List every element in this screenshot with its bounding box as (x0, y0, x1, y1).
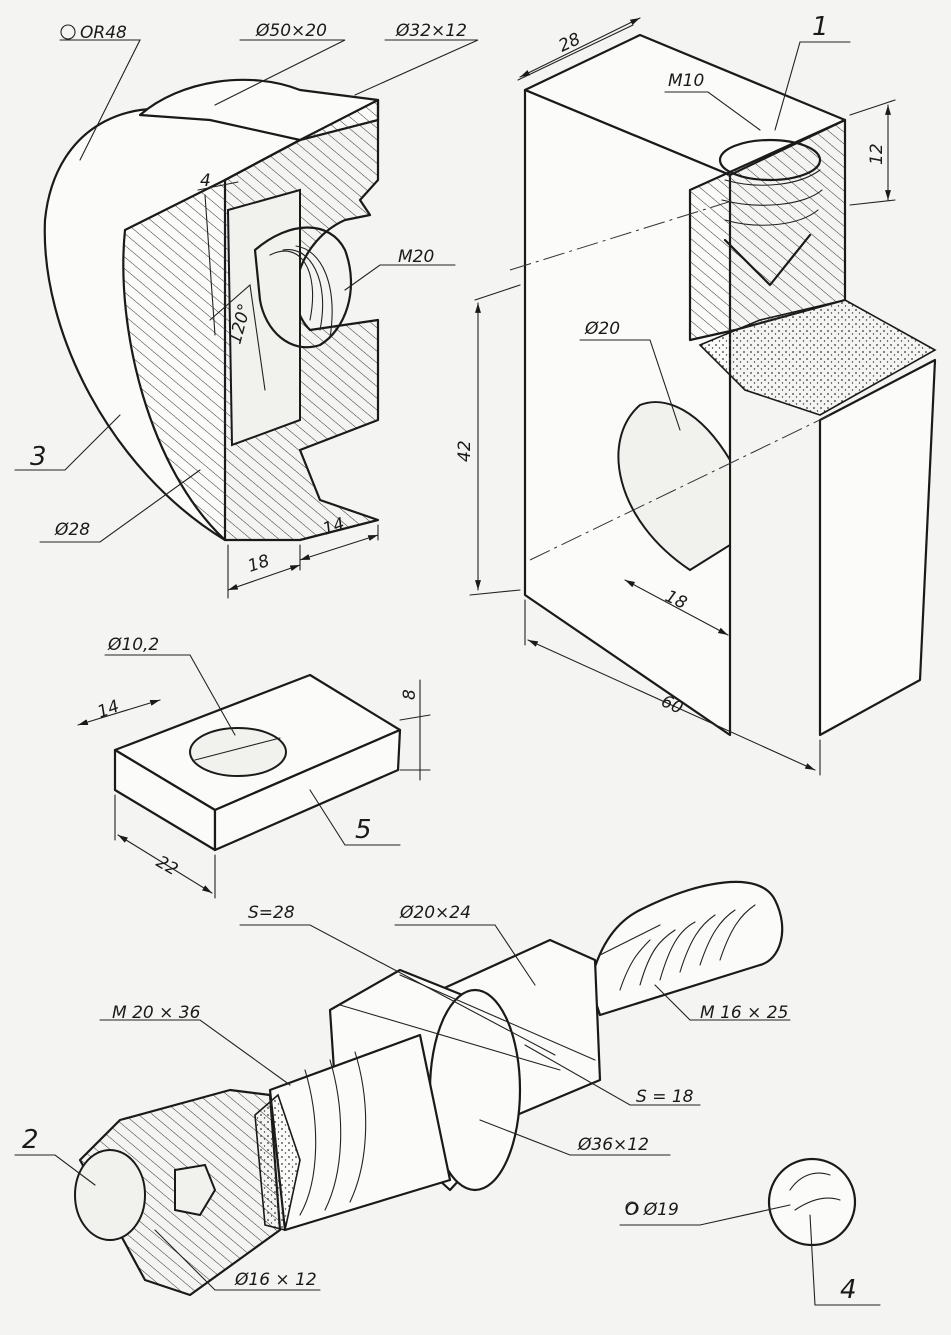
part1-hole-label: Ø20 (584, 319, 620, 339)
part4-number: 4 (840, 1275, 857, 1305)
part1-number: 1 (812, 12, 829, 42)
part-5-plate-drawing: Ø10,2 14 8 5 22 (77, 635, 431, 899)
part-2-bolt-drawing: S=28 Ø20×24 M 20 × 36 M 16 × 25 S = 18 Ø… (14, 880, 881, 1306)
part1-height-label: 12 (867, 143, 887, 165)
part-3-cap-drawing: OR48 Ø50×20 Ø32×12 M20 120° 4 3 Ø28 18 1… (14, 21, 479, 599)
part5-number: 5 (355, 815, 372, 845)
part2-hex-top-label: S=28 (248, 903, 295, 923)
part3-thread-label: M20 (398, 247, 434, 267)
part3-boss-label: Ø32×12 (395, 21, 467, 41)
part1-depth-label: 42 (455, 440, 475, 462)
part2-thread-big-label: M 20 × 36 (112, 1003, 201, 1023)
part3-width4-label: 4 (200, 171, 211, 191)
part2-thread-small-label: M 16 × 25 (700, 1003, 788, 1023)
part5-hole-label: Ø10,2 (107, 635, 159, 655)
part3-w18-label: 18 (245, 551, 272, 577)
part-1-block-drawing: 28 1 M10 12 Ø20 42 18 60 (455, 12, 937, 776)
part3-base-label: Ø28 (54, 520, 90, 540)
part2-bore-label: Ø16 × 12 (234, 1270, 317, 1290)
part1-thread-label: M10 (668, 71, 704, 91)
part3-number: 3 (30, 442, 47, 472)
part2-shank-label: Ø20×24 (399, 903, 471, 923)
part1-width-label: 28 (556, 29, 584, 56)
part2-collar-label: Ø36×12 (577, 1135, 649, 1155)
part4-sphere-label: O Ø19 (625, 1200, 679, 1220)
part2-hex-small-label: S = 18 (636, 1087, 694, 1107)
part2-number: 2 (22, 1125, 39, 1155)
part5-w22-label: 22 (153, 852, 182, 880)
part3-radius-label: OR48 (80, 23, 127, 43)
part3-outer-diameter-label: Ø50×20 (255, 21, 327, 41)
part5-h8-label: 8 (400, 689, 420, 700)
